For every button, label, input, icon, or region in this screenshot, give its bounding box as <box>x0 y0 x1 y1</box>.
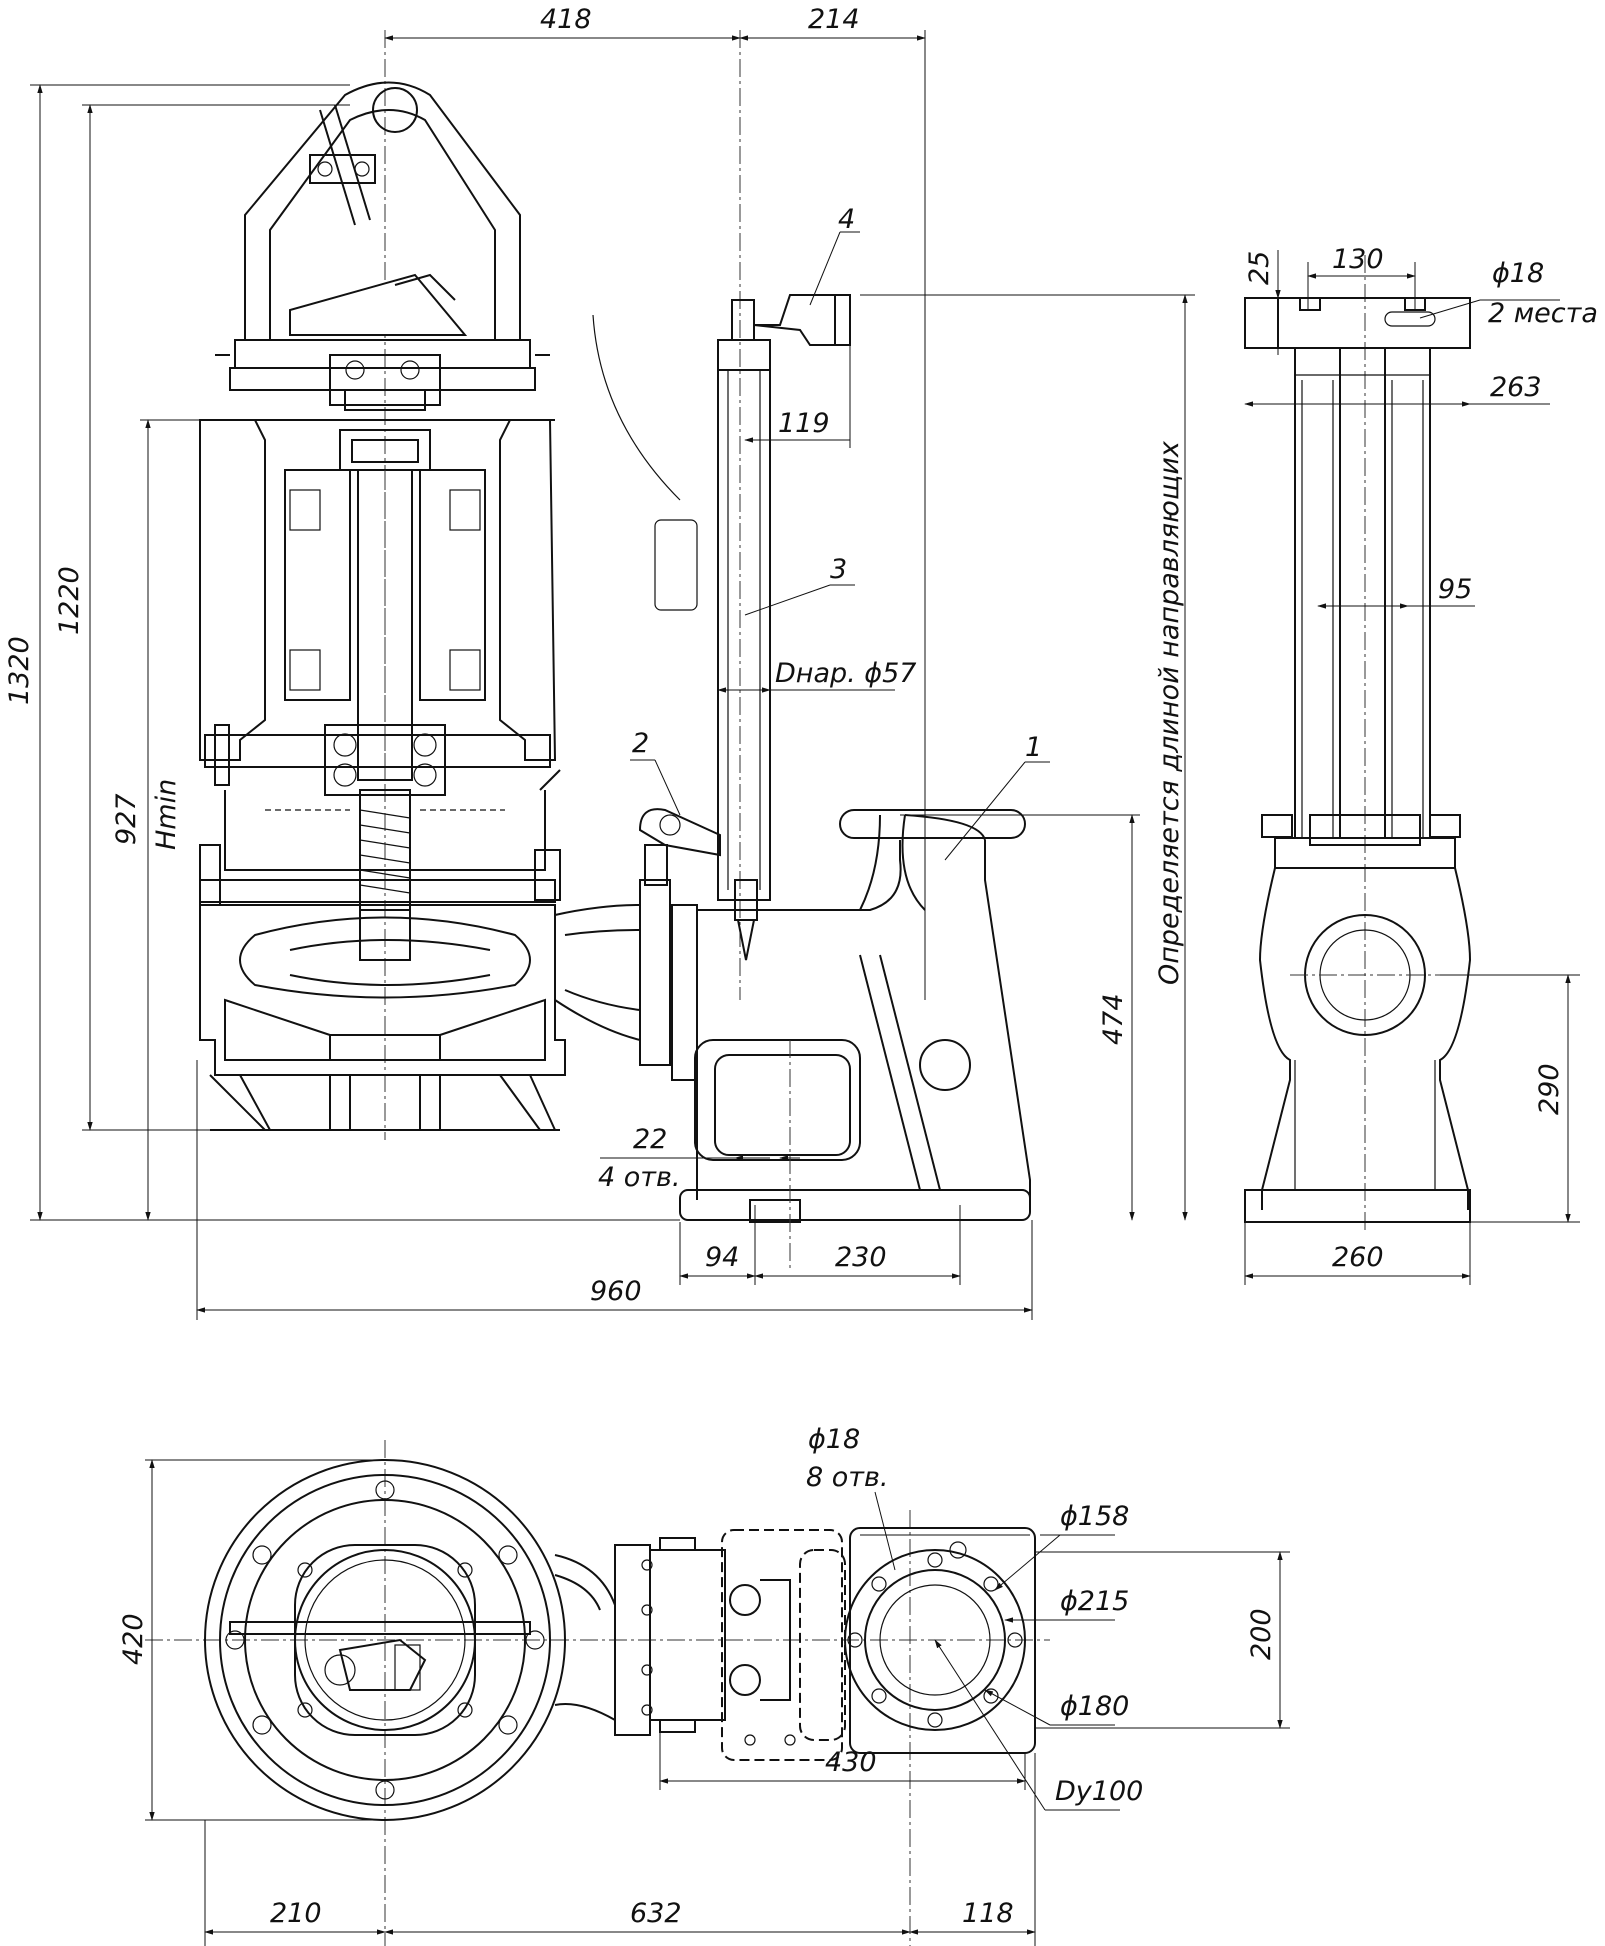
seal-chamber <box>199 724 561 911</box>
callout-3: 3 <box>830 554 847 585</box>
side-phi18: ϕ18 <box>1492 258 1544 289</box>
dy100: Dy100 <box>1055 1776 1143 1807</box>
flange-holes <box>847 1541 1023 1728</box>
side-view: 25 130 ϕ18 2 места 263 95 290 260 <box>1244 244 1598 1285</box>
top-cover <box>215 339 550 411</box>
phi180: ϕ180 <box>1060 1691 1129 1722</box>
dim-200: 200 <box>1246 1608 1277 1660</box>
dim-418: 418 <box>540 4 592 35</box>
two-places: 2 места <box>1488 298 1598 329</box>
dim-22: 22 <box>633 1124 667 1155</box>
dim-960: 960 <box>590 1276 642 1307</box>
side-dimensions: 25 130 ϕ18 2 места 263 95 290 260 <box>1244 244 1598 1285</box>
callout-4: 4 <box>838 204 855 235</box>
phi158: ϕ158 <box>1060 1501 1129 1532</box>
callout-1: 1 <box>1025 732 1042 763</box>
base-stand <box>671 809 1031 1270</box>
float-switch <box>592 314 698 611</box>
guide-length-note: Определяется длиной направляющих <box>1154 440 1185 985</box>
bolt-holes <box>225 1480 545 1800</box>
dim-230: 230 <box>835 1242 887 1273</box>
front-dimensions: 418 214 1320 1220 927 Hmin 119 3 <box>4 4 1195 1320</box>
lifting-bail <box>244 81 521 340</box>
dim-290: 290 <box>1534 1063 1565 1115</box>
dim-430: 430 <box>825 1747 877 1778</box>
dim-214: 214 <box>808 4 860 35</box>
phi215: ϕ215 <box>1060 1586 1129 1617</box>
dim-94: 94 <box>705 1242 739 1273</box>
discharge-neck <box>554 879 671 1066</box>
dim-420: 420 <box>118 1613 149 1665</box>
holes-4: 4 отв. <box>598 1162 681 1193</box>
volute <box>199 904 566 1131</box>
dim-1320: 1320 <box>4 636 35 705</box>
callout-2: 2 <box>632 728 649 759</box>
top-phi18: ϕ18 <box>808 1424 860 1455</box>
dim-263: 263 <box>1490 372 1542 403</box>
dim-95: 95 <box>1438 574 1472 605</box>
dim-119: 119 <box>778 408 830 439</box>
outer-diameter-label: Dнар. ϕ57 <box>775 658 916 689</box>
dim-25: 25 <box>1244 251 1275 285</box>
dim-260: 260 <box>1332 1242 1384 1273</box>
dim-474: 474 <box>1098 993 1129 1045</box>
top-dimensions: ϕ18 8 отв. ϕ158 ϕ215 ϕ180 Dy100 420 200 <box>118 1424 1290 1946</box>
dim-632: 632 <box>630 1898 682 1929</box>
dim-1220: 1220 <box>54 566 85 635</box>
dim-927: 927 <box>111 793 142 845</box>
dim-210: 210 <box>270 1898 322 1929</box>
hook <box>638 808 721 886</box>
top-view: ϕ18 8 отв. ϕ158 ϕ215 ϕ180 Dy100 420 200 <box>118 1424 1290 1946</box>
dim-130: 130 <box>1332 244 1384 275</box>
dim-hmin: Hmin <box>151 779 182 850</box>
front-view: 418 214 1320 1220 927 Hmin 119 3 <box>4 4 1195 1320</box>
dim-118: 118 <box>962 1898 1014 1929</box>
guide-pipe <box>717 294 851 961</box>
holes-8: 8 отв. <box>806 1462 889 1493</box>
